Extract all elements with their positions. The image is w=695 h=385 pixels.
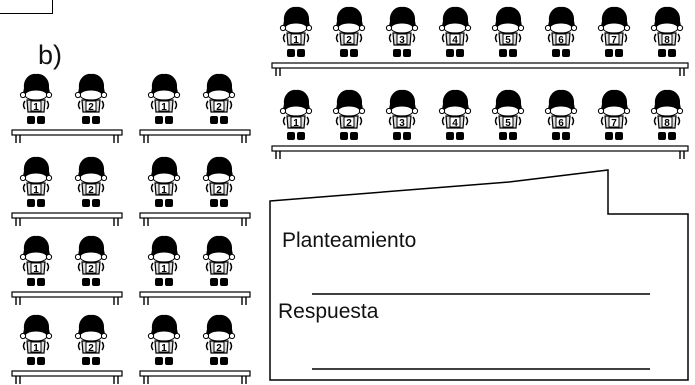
student-number: 2 — [216, 185, 222, 196]
student-seat-8: 8 — [650, 6, 684, 58]
student-number: 4 — [452, 118, 458, 129]
student-number: 1 — [33, 264, 39, 275]
small-bench — [11, 212, 123, 226]
student-number: 2 — [216, 264, 222, 275]
student-number: 1 — [33, 102, 39, 113]
student-seat-1: 1 — [147, 73, 181, 125]
student-seat-1: 1 — [19, 314, 53, 366]
student-number: 1 — [161, 264, 167, 275]
student-seat-2: 2 — [202, 156, 236, 208]
student-seat-2: 2 — [74, 235, 108, 287]
student-seat-3: 3 — [385, 6, 419, 58]
student-number: 2 — [88, 102, 94, 113]
student-seat-7: 7 — [597, 89, 631, 141]
student-seat-1: 1 — [147, 314, 181, 366]
student-number: 5 — [505, 118, 511, 129]
student-seat-1: 1 — [147, 156, 181, 208]
student-number: 3 — [399, 35, 405, 46]
student-seat-6: 6 — [544, 6, 578, 58]
student-number: 1 — [161, 185, 167, 196]
small-bench — [139, 370, 251, 384]
section-label: b) — [38, 40, 63, 70]
answer-label: Respuesta — [278, 300, 379, 323]
student-seat-1: 1 — [279, 89, 313, 141]
frame-top-line — [0, 13, 52, 14]
student-number: 1 — [161, 343, 167, 354]
student-number: 1 — [33, 185, 39, 196]
student-number: 2 — [88, 185, 94, 196]
small-bench — [139, 129, 251, 143]
student-number: 1 — [293, 35, 299, 46]
student-seat-3: 3 — [385, 89, 419, 141]
frame-vertical-line — [52, 0, 53, 14]
student-seat-5: 5 — [491, 89, 525, 141]
prompt-label: Planteamiento — [282, 229, 416, 252]
small-bench — [139, 291, 251, 305]
student-seat-2: 2 — [202, 235, 236, 287]
student-seat-1: 1 — [147, 235, 181, 287]
student-seat-2: 2 — [74, 314, 108, 366]
student-seat-1: 1 — [279, 6, 313, 58]
long-bench-top — [271, 62, 689, 76]
student-number: 7 — [611, 35, 617, 46]
student-seat-1: 1 — [19, 73, 53, 125]
student-number: 2 — [346, 118, 352, 129]
student-seat-5: 5 — [491, 6, 525, 58]
student-number: 7 — [611, 118, 617, 129]
student-seat-2: 2 — [202, 314, 236, 366]
student-number: 2 — [88, 343, 94, 354]
student-seat-1: 1 — [19, 235, 53, 287]
student-number: 2 — [216, 102, 222, 113]
long-bench-second — [271, 145, 689, 159]
small-bench — [11, 129, 123, 143]
student-number: 2 — [346, 35, 352, 46]
speech-bubble — [269, 169, 689, 381]
student-number: 2 — [216, 343, 222, 354]
small-bench — [11, 370, 123, 384]
student-seat-4: 4 — [438, 89, 472, 141]
student-seat-2: 2 — [74, 73, 108, 125]
student-number: 1 — [161, 102, 167, 113]
student-number: 1 — [33, 343, 39, 354]
student-number: 1 — [293, 118, 299, 129]
student-seat-1: 1 — [19, 156, 53, 208]
small-bench — [11, 291, 123, 305]
student-number: 6 — [558, 35, 564, 46]
student-number: 4 — [452, 35, 458, 46]
student-number: 8 — [664, 118, 670, 129]
student-number: 5 — [505, 35, 511, 46]
student-seat-6: 6 — [544, 89, 578, 141]
student-seat-2: 2 — [74, 156, 108, 208]
student-seat-2: 2 — [332, 89, 366, 141]
small-bench — [139, 212, 251, 226]
student-number: 6 — [558, 118, 564, 129]
student-seat-7: 7 — [597, 6, 631, 58]
student-number: 2 — [88, 264, 94, 275]
student-seat-8: 8 — [650, 89, 684, 141]
student-number: 3 — [399, 118, 405, 129]
student-number: 8 — [664, 35, 670, 46]
student-seat-2: 2 — [332, 6, 366, 58]
student-seat-2: 2 — [202, 73, 236, 125]
student-seat-4: 4 — [438, 6, 472, 58]
